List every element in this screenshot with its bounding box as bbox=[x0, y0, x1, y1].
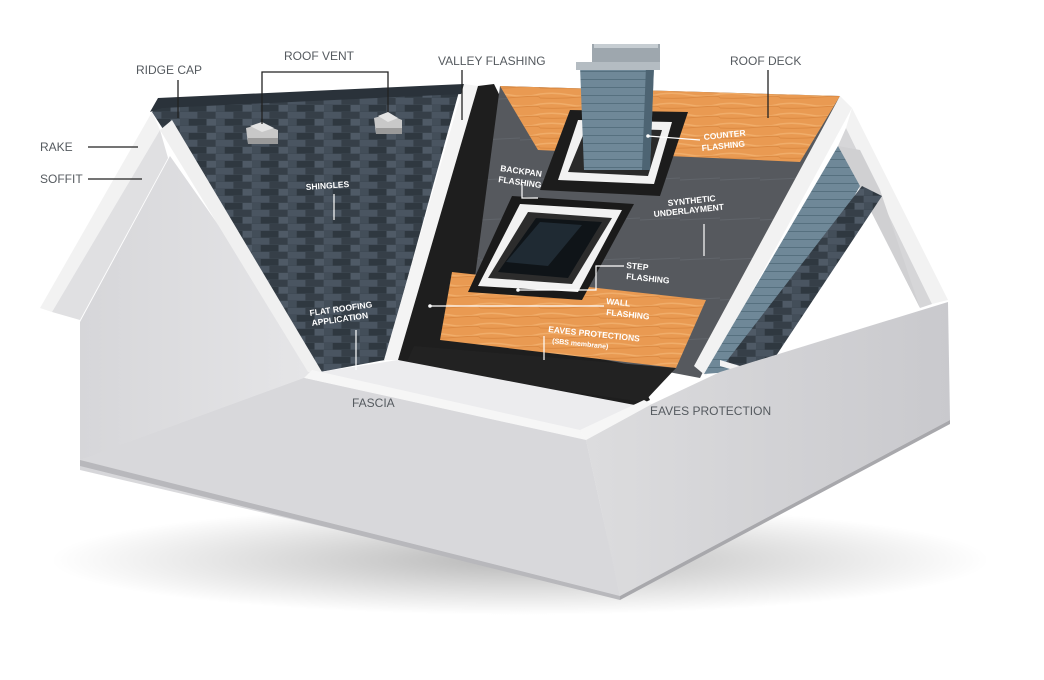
label-rake: RAKE bbox=[40, 140, 73, 154]
ridge-cap bbox=[150, 84, 464, 112]
left-gable-wall bbox=[80, 156, 320, 460]
right-gable-siding bbox=[704, 146, 860, 374]
label-valley-flashing: VALLEY FLASHING bbox=[438, 54, 546, 68]
right-shingle-roof bbox=[726, 186, 882, 374]
label-ridge-cap: RIDGE CAP bbox=[136, 63, 202, 77]
left-roof-edge-trim bbox=[160, 120, 322, 372]
wall-base-edge-front bbox=[80, 460, 620, 600]
label-eaves-protection: EAVES PROTECTION bbox=[650, 404, 771, 418]
label-step-flashing-line1: STEP bbox=[626, 260, 649, 272]
label-counter-flashing-line2: FLASHING bbox=[701, 138, 746, 153]
label-wall-flashing-line1: WALL bbox=[606, 296, 631, 308]
skylight-icon bbox=[468, 196, 634, 300]
backpan-flashing-leader bbox=[521, 184, 538, 199]
counter-flashing-dot bbox=[646, 134, 650, 138]
wall-flashing-dot bbox=[428, 304, 432, 308]
left-rake-trim bbox=[40, 112, 160, 312]
fascia-trim-side bbox=[580, 400, 652, 440]
counter-flashing-leader bbox=[647, 135, 701, 141]
fascia-trim bbox=[304, 370, 586, 440]
flat-roof-surface bbox=[320, 360, 640, 432]
label-wall-flashing-line2: FLASHING bbox=[606, 307, 651, 322]
label-fascia: FASCIA bbox=[352, 396, 395, 410]
wall-base-edge-side bbox=[620, 420, 950, 600]
roof-vent-icon bbox=[246, 122, 278, 144]
right-side-wall bbox=[586, 302, 950, 596]
front-wall-face bbox=[80, 378, 620, 596]
shingle-roof-plane bbox=[152, 88, 460, 372]
right-rake-trim-outer bbox=[846, 108, 948, 304]
label-counter-flashing-line1: COUNTER bbox=[703, 128, 746, 142]
step-flashing-dot bbox=[516, 288, 520, 292]
eaves-protection-band bbox=[440, 272, 706, 368]
roof-vent-leader bbox=[261, 71, 389, 124]
lower-membrane-band bbox=[404, 346, 676, 402]
label-step-flashing-line2: FLASHING bbox=[626, 271, 671, 286]
label-soffit: SOFFIT bbox=[40, 172, 83, 186]
valley-flashing-strip bbox=[384, 84, 478, 360]
roof-vent-icon bbox=[374, 112, 402, 134]
chimney-icon bbox=[576, 44, 660, 170]
label-roof-vent: ROOF VENT bbox=[284, 49, 355, 63]
right-rake-trim bbox=[694, 96, 852, 376]
step-flashing-leader bbox=[518, 265, 624, 291]
label-shingles: SHINGLES bbox=[305, 179, 349, 192]
left-soffit bbox=[52, 130, 168, 320]
label-roof-deck: ROOF DECK bbox=[730, 54, 801, 68]
